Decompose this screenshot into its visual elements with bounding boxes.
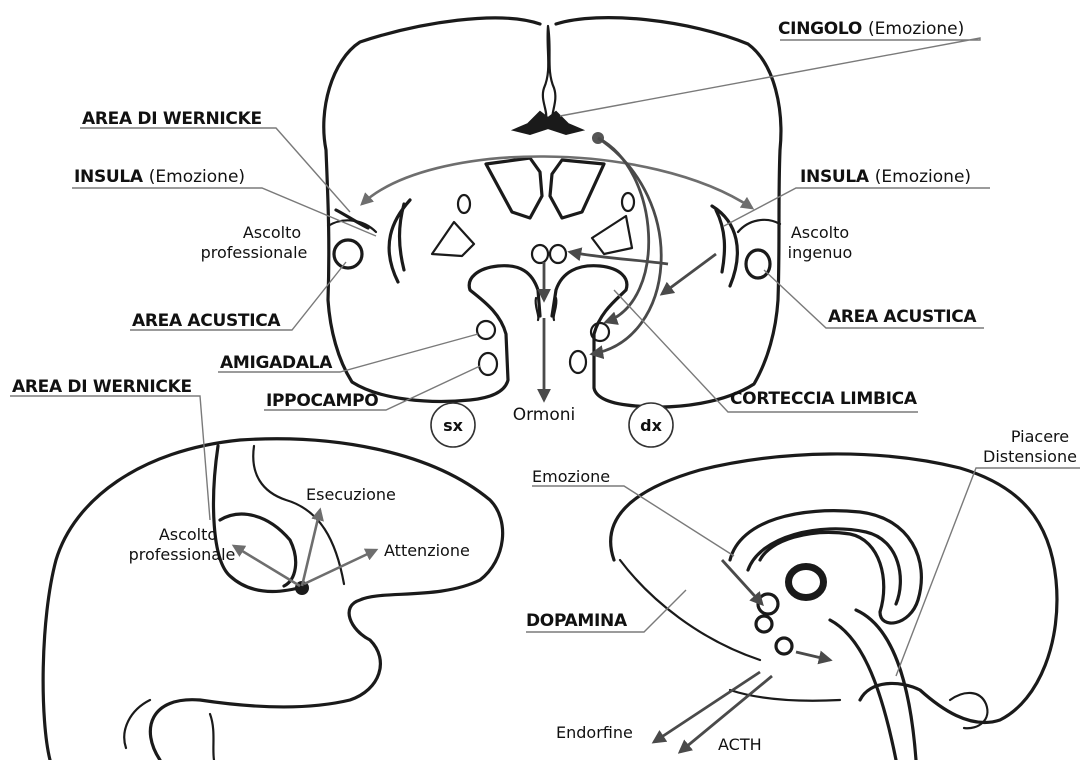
coronal-right-hippocampus xyxy=(570,351,586,373)
coronal-midline xyxy=(543,26,556,120)
label-ascolto-prof-bottom-1: Ascolto xyxy=(159,525,217,544)
label-area-wernicke-top: AREA DI WERNICKE xyxy=(82,109,262,129)
label-ascolto-prof-bottom-2: professionale xyxy=(129,545,236,564)
coronal-right-sylvian xyxy=(738,220,780,232)
sagittal-arrow-dopamina xyxy=(796,652,830,660)
svg-text:INSULA(Emozione): INSULA(Emozione) xyxy=(800,167,971,187)
coronal-right-putamen xyxy=(592,216,632,254)
label-corteccia-limbica: CORTECCIA LIMBICA xyxy=(730,389,918,409)
label-dx: dx xyxy=(640,416,662,435)
coronal-section xyxy=(72,18,990,447)
coronal-right-acoustic xyxy=(746,250,770,278)
label-emozione: Emozione xyxy=(532,467,610,486)
insula-left-leader xyxy=(72,188,376,236)
coronal-left-ventricle xyxy=(486,158,542,218)
label-ascolto-ingenuo-1: Ascolto xyxy=(791,223,849,242)
lateral-brain-view xyxy=(10,396,503,760)
label-insula-left: INSULA xyxy=(74,167,144,187)
coronal-thalamus-right xyxy=(550,245,566,263)
sagittal-thalamus-inner xyxy=(792,570,820,594)
label-ascolto-prof-top-1: Ascolto xyxy=(243,223,301,242)
label-piacere: Piacere xyxy=(1011,427,1069,446)
lateral-arrow-attenzione xyxy=(304,550,376,584)
sagittal-brainstem xyxy=(830,610,916,760)
ingenuo-to-limbic-arrow xyxy=(662,254,716,294)
wernicke-bottom-leader xyxy=(10,396,210,520)
sagittal-fornix xyxy=(748,529,900,604)
label-acth: ACTH xyxy=(718,735,762,754)
coronal-right-hemisphere xyxy=(552,18,781,407)
coronal-left-hemisphere xyxy=(324,18,540,401)
coronal-thalamus-left xyxy=(532,245,548,263)
coronal-left-hippocampus xyxy=(479,353,497,375)
coronal-left-acoustic xyxy=(334,240,362,268)
sagittal-cerebellum xyxy=(950,693,987,728)
coronal-right-insula-fold xyxy=(712,206,737,286)
sagittal-arrow-emozione xyxy=(722,560,762,604)
label-ascolto-ingenuo-2: ingenuo xyxy=(788,243,853,262)
lateral-arrow-ascolto xyxy=(234,546,300,586)
label-ascolto-prof-top-2: professionale xyxy=(201,243,308,262)
sagittal-brain-view xyxy=(526,454,1080,760)
label-area-wernicke-bottom: AREA DI WERNICKE xyxy=(12,377,192,397)
label-cingolo-sub: (Emozione) xyxy=(868,19,964,39)
label-cingolo: CINGOLO xyxy=(778,19,862,39)
label-insula-right-sub: (Emozione) xyxy=(875,167,971,187)
svg-text:CINGOLO(Emozione): CINGOLO (Emozione) xyxy=(778,19,964,39)
label-area-acustica-right: AREA ACUSTICA xyxy=(828,307,977,327)
coronal-left-insula-fold xyxy=(389,200,410,282)
insula-to-thalamus-arrow xyxy=(570,252,668,264)
sagittal-hypothalamus xyxy=(756,616,772,632)
label-attenzione: Attenzione xyxy=(384,541,470,560)
sagittal-brain-outline xyxy=(611,454,1057,723)
label-endorfine: Endorfine xyxy=(556,723,633,742)
label-ippocampo: IPPOCAMPO xyxy=(266,391,378,411)
coronal-left-amygdala xyxy=(477,321,495,339)
lateral-arrow-esecuzione xyxy=(302,510,320,586)
label-sx: sx xyxy=(443,416,464,435)
lateral-brain-outline xyxy=(43,439,503,760)
coronal-right-nucleus xyxy=(622,193,634,211)
coronal-left-nucleus xyxy=(458,195,470,213)
cingolo-leader xyxy=(560,38,980,116)
label-amigadala: AMIGADALA xyxy=(220,353,333,373)
insula-connection-arrow xyxy=(362,156,752,208)
coronal-right-ventricle xyxy=(550,160,604,218)
label-insula-right: INSULA xyxy=(800,167,870,187)
coronal-ventricle-top xyxy=(514,112,582,134)
svg-text:INSULA(Emozione): INSULA(Emozione) xyxy=(74,167,245,187)
label-dopamina: DOPAMINA xyxy=(526,611,628,631)
coronal-left-putamen xyxy=(432,222,474,256)
label-distensione: Distensione xyxy=(983,447,1077,466)
sagittal-pituitary xyxy=(776,638,792,654)
lateral-sulcus-b xyxy=(253,446,344,584)
label-ormoni: Ormoni xyxy=(513,405,576,425)
label-area-acustica-left: AREA ACUSTICA xyxy=(132,311,281,331)
lateral-brainstem xyxy=(124,700,214,760)
emozione-leader xyxy=(532,486,734,556)
label-insula-left-sub: (Emozione) xyxy=(149,167,245,187)
label-esecuzione: Esecuzione xyxy=(306,485,396,504)
